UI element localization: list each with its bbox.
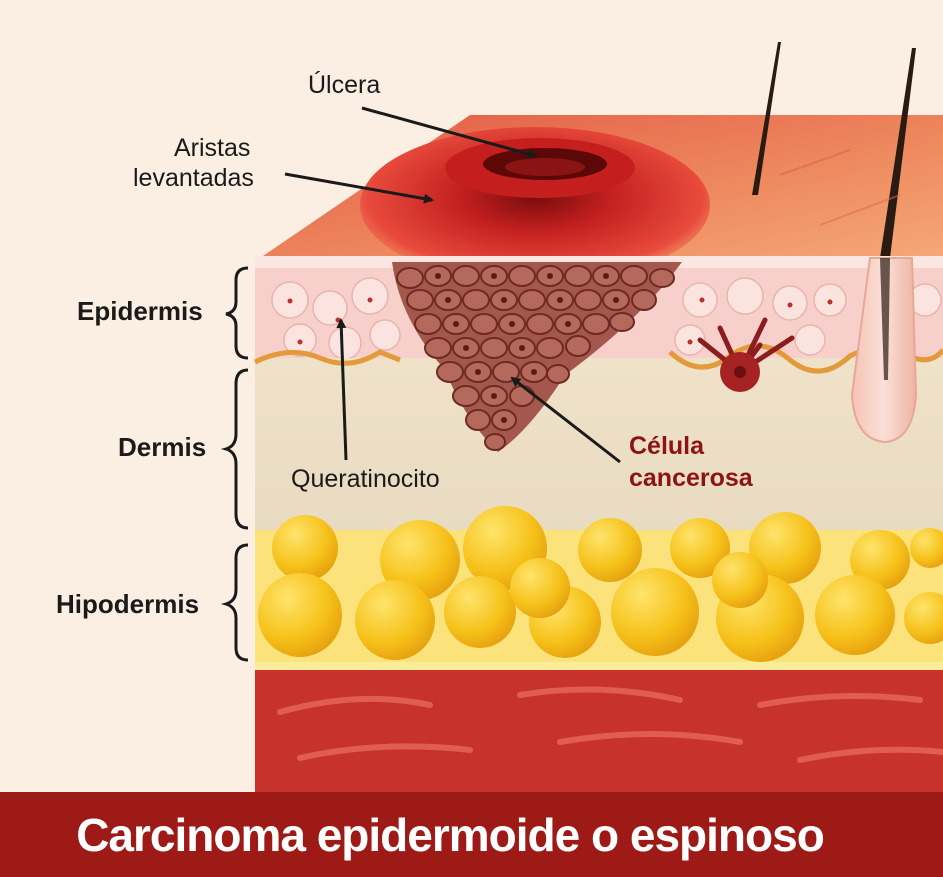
celula-label-line2: cancerosa	[629, 464, 753, 492]
ulcer-crater-floor	[505, 158, 585, 176]
hipodermis-label: Hipodermis	[56, 590, 199, 619]
dermis-brace	[226, 370, 248, 528]
dermis-label: Dermis	[118, 433, 206, 462]
aristas-label-line2: levantadas	[133, 164, 254, 192]
aristas-label-line1: Aristas	[174, 134, 250, 162]
ulcera-label: Úlcera	[308, 71, 380, 99]
epidermis-label: Epidermis	[77, 297, 203, 326]
hypodermis-bottom-edge	[255, 662, 943, 670]
epidermis-brace	[226, 268, 248, 358]
hipodermis-brace	[226, 545, 248, 660]
layer-braces	[226, 268, 248, 660]
celula-label-line1: Célula	[629, 432, 704, 460]
queratinocito-label: Queratinocito	[291, 465, 440, 493]
diagram-title: Carcinoma epidermoide o espinoso	[0, 808, 900, 862]
